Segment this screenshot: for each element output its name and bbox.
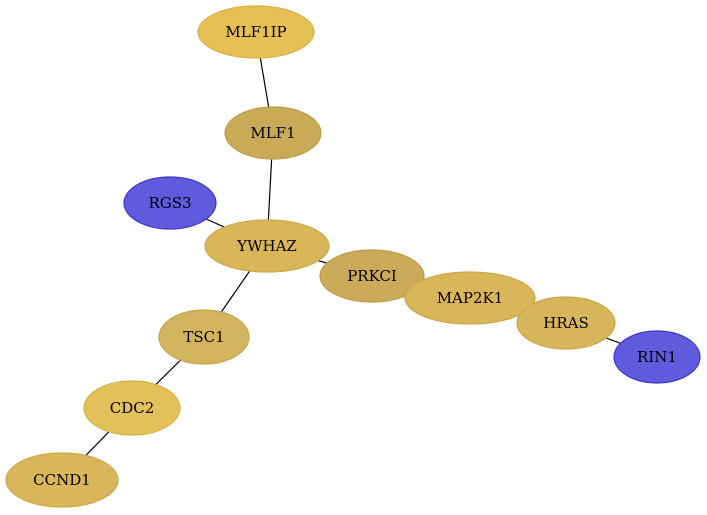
node-label: CCND1 <box>33 471 91 489</box>
node-rin1[interactable]: RIN1 <box>613 330 701 384</box>
node-label: PRKCI <box>347 267 397 285</box>
node-ellipse <box>613 330 701 384</box>
node-tsc1[interactable]: TSC1 <box>158 309 250 365</box>
node-label: YWHAZ <box>236 237 297 255</box>
node-ellipse <box>516 296 616 350</box>
node-label: RGS3 <box>148 194 191 212</box>
node-ellipse <box>83 380 181 436</box>
node-label: RIN1 <box>637 348 677 366</box>
node-cdc2[interactable]: CDC2 <box>83 380 181 436</box>
node-ellipse <box>404 271 536 325</box>
node-ccnd1[interactable]: CCND1 <box>5 452 119 508</box>
node-ellipse <box>224 106 322 160</box>
node-label: HRAS <box>543 314 588 332</box>
node-label: MAP2K1 <box>437 289 504 307</box>
node-mlf1[interactable]: MLF1 <box>224 106 322 160</box>
node-ellipse <box>319 249 425 303</box>
node-label: TSC1 <box>183 328 224 346</box>
node-label: MLF1 <box>250 124 295 142</box>
node-hras[interactable]: HRAS <box>516 296 616 350</box>
node-ellipse <box>158 309 250 365</box>
node-label: MLF1IP <box>225 23 286 41</box>
node-map2k1[interactable]: MAP2K1 <box>404 271 536 325</box>
node-mlf1ip[interactable]: MLF1IP <box>197 5 315 59</box>
node-ellipse <box>204 219 330 273</box>
node-ellipse <box>197 5 315 59</box>
node-rgs3[interactable]: RGS3 <box>123 176 217 230</box>
node-ellipse <box>123 176 217 230</box>
node-label: CDC2 <box>110 399 155 417</box>
node-prkci[interactable]: PRKCI <box>319 249 425 303</box>
node-ywhaz[interactable]: YWHAZ <box>204 219 330 273</box>
node-ellipse <box>5 452 119 508</box>
